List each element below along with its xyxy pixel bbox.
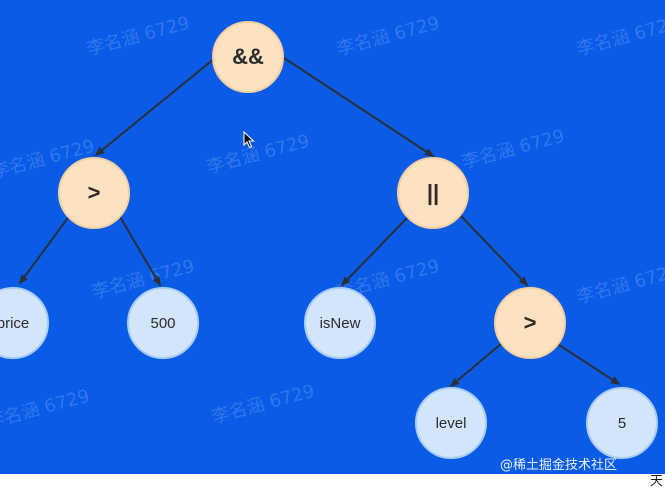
- edge-gt-to-500: [118, 214, 162, 287]
- node-500: 500: [127, 287, 199, 359]
- edge-gt-to-price: [18, 214, 71, 285]
- node-gt-left: >: [58, 157, 130, 229]
- node-or: ||: [397, 157, 469, 229]
- edge-gt-to-level: [449, 342, 503, 388]
- edge-gt-to-5: [555, 342, 621, 386]
- node-gt-right: >: [494, 287, 566, 359]
- node-5: 5: [586, 387, 658, 459]
- edge-and-to-or: [283, 57, 435, 158]
- node-isnew: isNew: [304, 287, 376, 359]
- node-level: level: [415, 387, 487, 459]
- edge-or-to-gt: [460, 215, 529, 287]
- bottom-strip: [0, 474, 665, 488]
- mouse-cursor-icon: [243, 131, 255, 149]
- edge-and-to-gt: [94, 57, 216, 157]
- cropped-corner-text: 天: [650, 474, 664, 488]
- source-credit: @稀土掘金技术社区: [500, 458, 618, 473]
- edge-or-to-isnew: [340, 215, 410, 287]
- node-and: &&: [212, 21, 284, 93]
